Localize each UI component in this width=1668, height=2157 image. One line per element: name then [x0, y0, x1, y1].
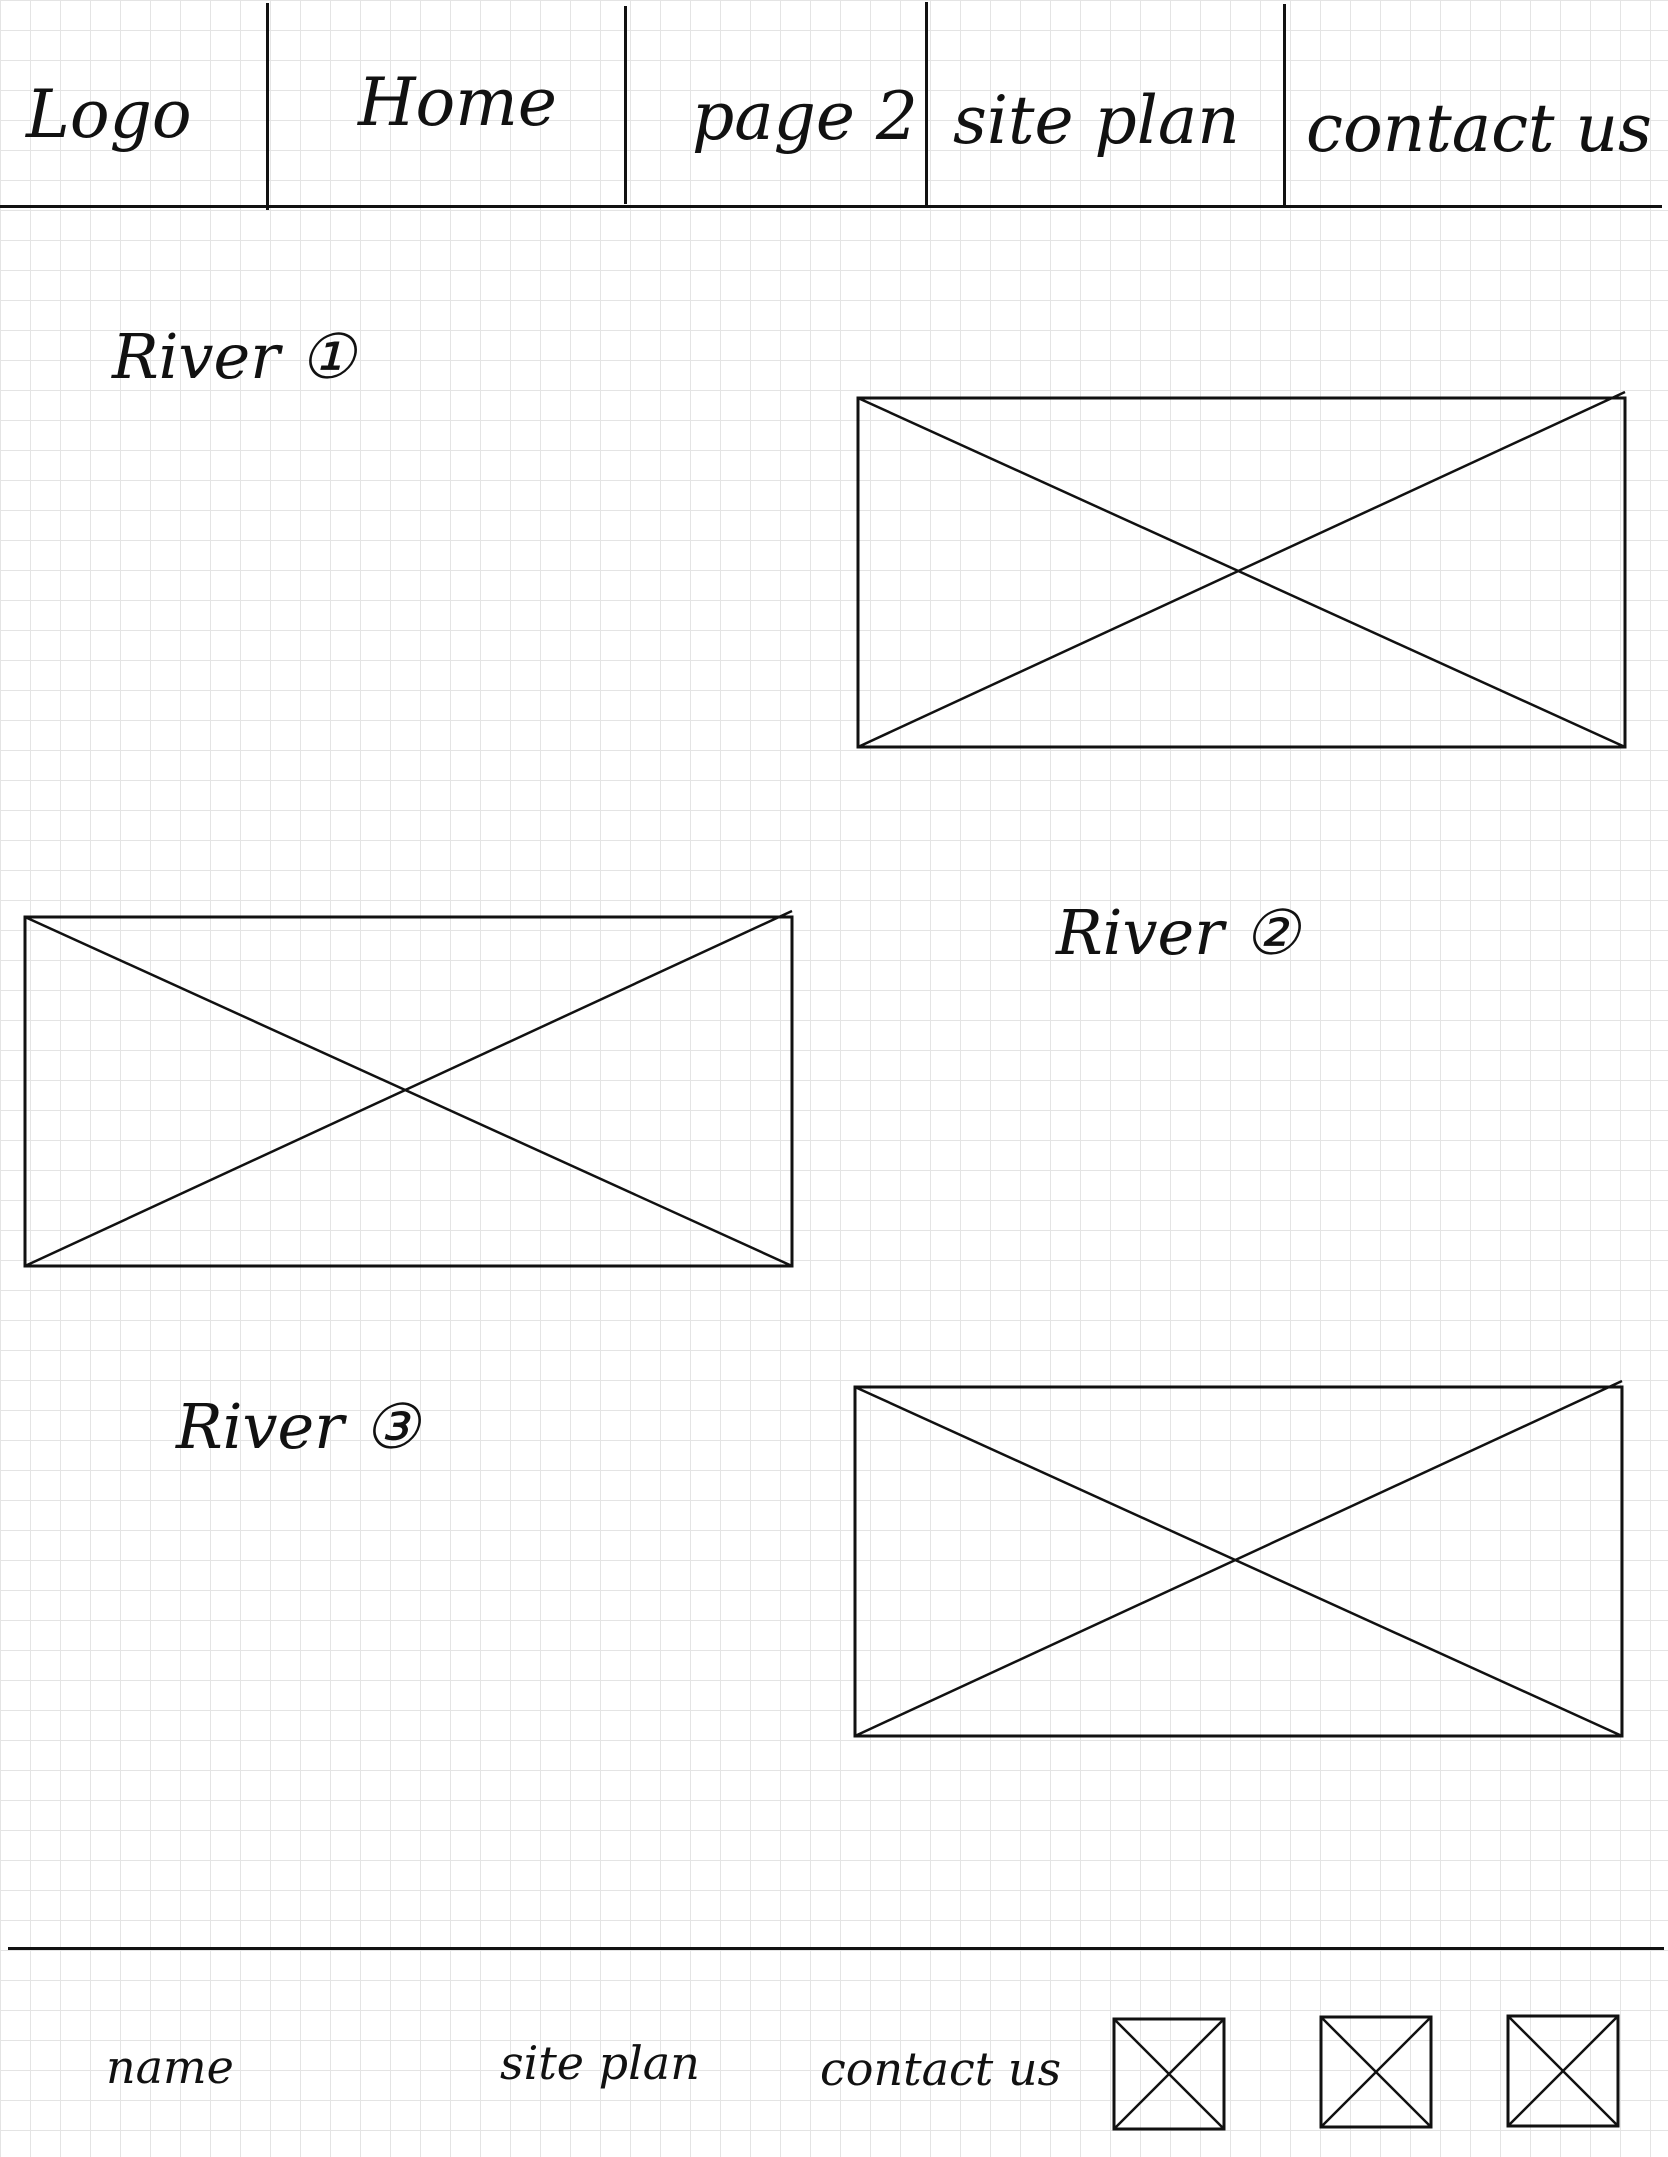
- section-title: River ①: [112, 320, 356, 393]
- social-placeholder-icon[interactable]: [1111, 2016, 1227, 2132]
- image-placeholder-icon: [853, 1379, 1624, 1738]
- footer-contact-us-link[interactable]: contact us: [820, 2042, 1062, 2096]
- image-placeholder-icon: [856, 390, 1627, 749]
- header-bottom-border: [0, 205, 1662, 208]
- nav-divider: [925, 2, 928, 208]
- nav-divider: [1283, 4, 1286, 208]
- nav-page-2[interactable]: page 2: [692, 78, 918, 155]
- nav-contact-us[interactable]: contact us: [1306, 90, 1652, 167]
- footer-site-plan-link[interactable]: site plan: [500, 2036, 700, 2090]
- nav-divider: [624, 6, 627, 204]
- section-title: River ②: [1056, 896, 1300, 969]
- footer-top-border: [8, 1947, 1664, 1950]
- nav-home[interactable]: Home: [358, 64, 557, 141]
- image-placeholder-icon: [23, 909, 794, 1268]
- logo[interactable]: Logo: [26, 76, 192, 153]
- footer-name: name: [106, 2040, 234, 2094]
- social-placeholder-icon[interactable]: [1505, 2013, 1621, 2129]
- nav-divider: [266, 3, 269, 210]
- section-title: River ③: [176, 1390, 420, 1463]
- social-placeholder-icon[interactable]: [1318, 2014, 1434, 2130]
- nav-site-plan[interactable]: site plan: [953, 82, 1240, 159]
